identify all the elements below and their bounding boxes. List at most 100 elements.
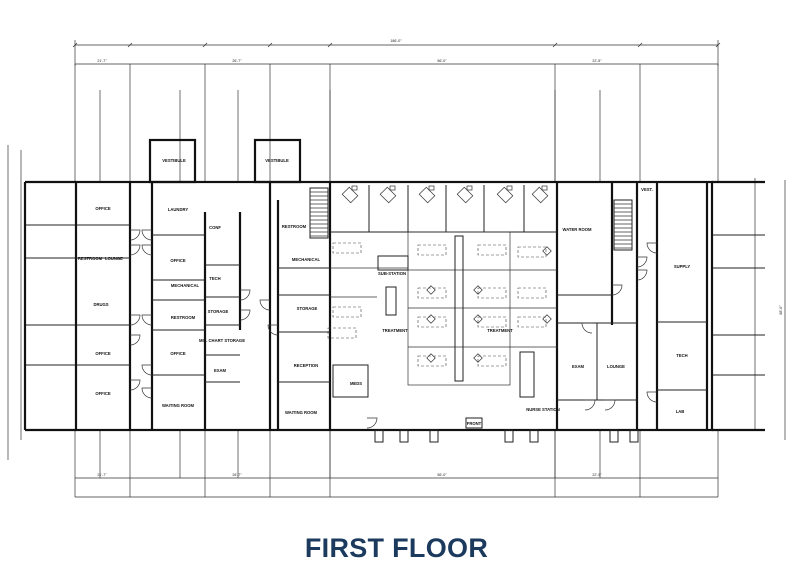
door-swing [267, 324, 279, 336]
entry-pilaster [504, 429, 514, 443]
door-swing [141, 244, 153, 256]
door-swing [141, 314, 153, 326]
dimension-text: 26'-7" [232, 59, 242, 63]
door-swing [259, 299, 271, 311]
treatment-station [517, 287, 547, 299]
treatment-station [417, 316, 447, 328]
stair-outline [613, 199, 633, 251]
dimension-text: 21'-7" [97, 473, 107, 477]
entry-pilaster [374, 429, 384, 443]
door-swing [604, 399, 616, 411]
room-label: MECHANICAL [171, 283, 200, 288]
room-label: WAITING ROOM [285, 410, 318, 415]
room-label: TREATMENT [382, 328, 408, 333]
door-swing [129, 379, 141, 391]
floor-title: FIRST FLOOR [304, 533, 489, 563]
treatment-chair [542, 246, 552, 256]
room-label: SUPPLY [674, 264, 691, 269]
treatment-station [332, 306, 362, 318]
door-swing [636, 269, 648, 281]
cabinet [428, 185, 435, 191]
treatment-station [417, 287, 447, 299]
room-label: TECH [676, 353, 687, 358]
room-label: OFFICE [95, 351, 111, 356]
room-label: STORAGE [208, 309, 229, 314]
treatment-station [477, 355, 507, 367]
room-label: RESTROOM [171, 315, 196, 320]
room-label: WAITING ROOM [162, 403, 195, 408]
treatment-chair [473, 353, 483, 363]
treatment-chair [426, 314, 436, 324]
room-label: MECHANICAL [292, 257, 321, 262]
dimension-text: 56'-0" [437, 473, 447, 477]
treatment-station [517, 316, 547, 328]
entry-pilaster [629, 429, 639, 443]
door-swing [129, 244, 141, 256]
dimension-text: 26'-7" [232, 473, 242, 477]
treatment-chair [456, 186, 474, 204]
treatment-area-fixtures [327, 185, 557, 429]
overall-depth-dimension: 88'-0" [779, 305, 783, 315]
dimension-tick [267, 42, 273, 48]
room-label: WATER ROOM [563, 227, 593, 232]
treatment-station [417, 355, 447, 367]
treatment-chair [542, 314, 552, 324]
room-label: RESTROOM [282, 224, 307, 229]
door-swing [129, 314, 141, 326]
door-swing [646, 391, 658, 403]
door-swing [141, 387, 153, 399]
overall-width-dimension: 186'-0" [390, 39, 402, 43]
dimension-text: 56'-0" [437, 59, 447, 63]
room-label: LAB [676, 409, 685, 414]
treatment-chair [531, 186, 549, 204]
treatment-chair [379, 186, 397, 204]
cabinet [389, 185, 396, 191]
room-label: RESTROOM [78, 256, 103, 261]
treatment-chair [341, 186, 359, 204]
door-swing [141, 364, 153, 376]
entry-pilaster [429, 429, 439, 443]
cabinet [351, 185, 358, 191]
room-label: VEST. [641, 187, 653, 192]
room-label: LOUNGE [105, 256, 123, 261]
door-swing [581, 322, 593, 334]
room-label: NURSE STATION [526, 407, 560, 412]
door-swing [646, 242, 658, 254]
room-label: VESTIBULE [162, 158, 186, 163]
building-walls [23, 138, 765, 432]
treatment-chair [496, 186, 514, 204]
entry-pilaster [529, 429, 539, 443]
door-swing [584, 399, 596, 411]
room-label: RECEPTION [294, 363, 318, 368]
entry-pilaster [609, 429, 619, 443]
door-swing [129, 334, 141, 346]
treatment-chair [426, 285, 436, 295]
dimension-tick [127, 42, 133, 48]
room-label: MEDS [350, 381, 362, 386]
doors [129, 229, 658, 443]
dimension-tick [327, 42, 333, 48]
room-label: EXAM [214, 368, 227, 373]
dimension-tick [202, 42, 208, 48]
treatment-station [477, 287, 507, 299]
room-label: OFFICE [170, 351, 186, 356]
door-swing [129, 229, 141, 241]
door-swing [611, 284, 623, 296]
door-swing [141, 229, 153, 241]
treatment-station [327, 327, 357, 339]
room-label: FRONT [467, 421, 482, 426]
top-dimension-lines: 186'-0" 21'-7" 26'-7" 56'-0" 22'-5" [72, 39, 721, 66]
treatment-station [517, 246, 547, 258]
door-swing [239, 289, 251, 301]
side-dimension-lines: 88'-0" [7, 145, 786, 460]
treatment-station [417, 244, 447, 256]
dimension-tick [552, 42, 558, 48]
structural-grid [25, 64, 765, 497]
cabinet [466, 185, 473, 191]
treatment-station [477, 316, 507, 328]
room-label: LOUNGE [607, 364, 625, 369]
room-label: LAUNDRY [168, 207, 189, 212]
room-label: TREATMENT [487, 328, 513, 333]
cabinet [541, 185, 548, 191]
room-label: OFFICE [170, 258, 186, 263]
